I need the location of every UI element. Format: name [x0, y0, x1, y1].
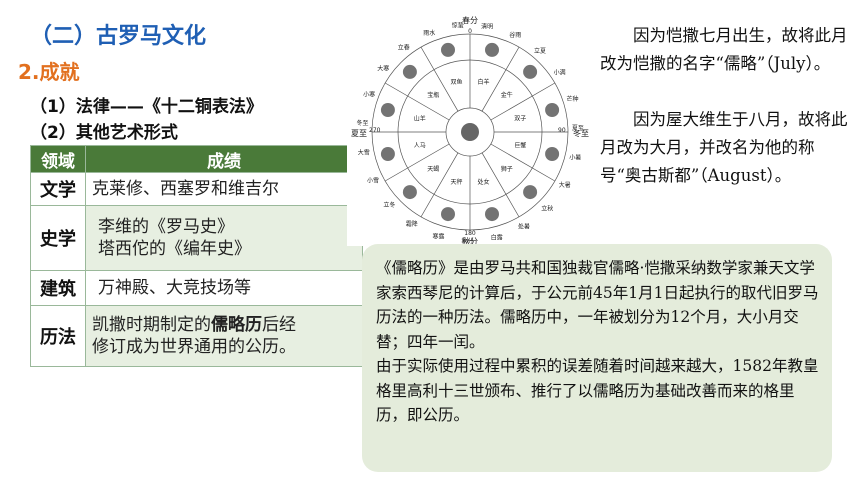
julian-calendar-info-box: 《儒略历》是由罗马共和国独裁官儒略·恺撒采纳数学家兼天文学家索西琴尼的计算后，于…: [362, 244, 832, 472]
row-text-pre: 凯撒时期制定的: [92, 315, 211, 335]
note-july: 因为恺撒七月出生，故将此月改为恺撒的名字“儒略”（July）。: [600, 26, 848, 73]
row-field: 史学: [30, 205, 86, 271]
highlight-julian: 儒略历: [211, 315, 262, 335]
zodiac-calendar-diagram: 春分 秋分 夏至 冬至 0 90 180 270 雨水 惊蛰 清明谷雨立夏小满芒种夏…: [347, 14, 593, 246]
header-field: 领域: [30, 145, 86, 173]
zodiac-figure-icon: [441, 42, 456, 57]
zodiac-figure-icon: [484, 42, 499, 57]
note-august: 因为屋大维生于八月，故将此月改为大月，并改名为他的称号“奥古斯都”（August…: [600, 110, 848, 185]
zodiac-sign-label: 宝瓶: [427, 91, 439, 99]
table-row: 历法 凯撒时期制定的儒略历后经 修订成为世界通用的公历。: [30, 305, 363, 367]
row-text-post: 后经: [262, 315, 296, 335]
info-paragraph-2: 由于实际使用过程中累积的误差随着时间越来越大，1582年教皇格里高利十三世颁布、…: [376, 357, 819, 424]
row-value: 克莱修、西塞罗和维吉尔: [85, 172, 363, 206]
solar-term-label: 小雪: [367, 176, 379, 184]
solar-term-label: 小满: [554, 69, 566, 77]
table-row: 史学 李维的《罗马史》 塔西佗的《编年史》: [30, 205, 363, 271]
degree-right: 90: [558, 127, 566, 134]
zodiac-figure-icon: [402, 64, 417, 79]
solar-term-label: 小暑: [569, 153, 581, 161]
row-field: 历法: [30, 305, 86, 367]
section-title: （二）古罗马文化: [30, 24, 207, 49]
zodiac-sign-label: 金牛: [501, 91, 513, 99]
solar-term-label: 芒种: [567, 95, 579, 103]
calendar-spoke: [384, 143, 450, 182]
sub-title: 2.成就: [18, 60, 80, 84]
zodiac-figure-icon: [545, 146, 560, 161]
zodiac-figure-icon: [523, 64, 538, 79]
solar-term-label: 雨水: [423, 29, 435, 37]
row-value: 李维的《罗马史》 塔西佗的《编年史》: [85, 205, 363, 271]
item-arts: （2）其他艺术形式: [30, 123, 178, 143]
zodiac-figure-icon: [380, 103, 395, 118]
achievements-table: 领域 成绩 文学 克莱修、西塞罗和维吉尔 史学 李维的《罗马史》 塔西佗的《编年…: [30, 145, 363, 367]
row-field: 建筑: [30, 270, 86, 306]
solar-term-label: 惊蛰: [452, 22, 464, 30]
header-achievement: 成绩: [85, 145, 363, 173]
zodiac-figure-icon: [380, 146, 395, 161]
calendar-spoke: [490, 143, 556, 182]
solar-term-label: 夏至: [572, 125, 584, 132]
zodiac-sign-label: 狮子: [501, 165, 513, 173]
label-spring-equinox: 春分: [462, 15, 478, 25]
degree-bottom: 180: [464, 230, 476, 237]
item-law: （1）法律——《十二铜表法》: [30, 97, 263, 117]
row-line: 塔西佗的《编年史》: [98, 239, 251, 259]
solar-term-label: 立春: [398, 44, 410, 52]
calendar-spoke: [490, 82, 556, 121]
label-winter-solstice: 冬至: [573, 128, 589, 138]
zodiac-sign-label: 天蝎: [427, 165, 439, 173]
zodiac-figure-icon: [441, 207, 456, 222]
row-line: 李维的《罗马史》: [98, 217, 234, 237]
label-summer-solstice: 夏至: [351, 129, 367, 138]
solar-term-label: 大寒: [377, 65, 389, 73]
solar-term-label: 立秋: [541, 204, 553, 212]
zodiac-sign-label: 双子: [514, 116, 526, 123]
solar-term-label: 秋分: [462, 237, 474, 245]
calendar-spoke: [481, 152, 520, 218]
zodiac-sign-label: 巨蟹: [514, 141, 526, 149]
solar-term-label: 冬至: [356, 119, 368, 127]
solar-term-label: 小寒: [363, 91, 375, 99]
zodiac-sign-label: 双鱼: [451, 78, 463, 86]
row-value: 凯撒时期制定的儒略历后经 修订成为世界通用的公历。: [85, 305, 363, 367]
solar-term-label: 立冬: [383, 201, 395, 209]
solar-term-label: 霜降: [406, 220, 418, 228]
table-row: 文学 克莱修、西塞罗和维吉尔: [30, 172, 363, 206]
info-paragraph-1: 《儒略历》是由罗马共和国独裁官儒略·恺撒采纳数学家兼天文学家索西琴尼的计算后，于…: [376, 259, 819, 351]
solar-term-label: 白露: [491, 234, 503, 242]
calendar-spoke: [384, 82, 450, 121]
solar-term-label: 谷雨: [509, 31, 521, 39]
zodiac-sign-label: 处女: [477, 178, 489, 186]
row-field: 文学: [30, 172, 86, 206]
solar-term-label: 处暑: [518, 223, 530, 231]
degree-left: 270: [369, 127, 381, 134]
calendar-spoke: [420, 46, 459, 112]
calendar-spoke: [481, 46, 520, 112]
degree-top: 0: [468, 28, 472, 35]
calendar-spoke: [420, 152, 459, 218]
row-line: 修订成为世界通用的公历。: [92, 337, 296, 357]
zodiac-figure-icon: [484, 207, 499, 222]
zodiac-sign-label: 白羊: [477, 78, 489, 86]
zodiac-figure-icon: [545, 103, 560, 118]
label-autumn-equinox: 秋分: [462, 236, 478, 246]
row-value: 万神殿、大竞技场等: [85, 270, 363, 306]
sun-icon: [461, 123, 479, 141]
zodiac-sign-label: 山羊: [414, 115, 426, 123]
zodiac-figure-icon: [523, 185, 538, 200]
solar-term-label: 大雪: [358, 149, 370, 157]
zodiac-sign-label: 天秤: [451, 179, 463, 186]
table-row: 建筑 万神殿、大竞技场等: [30, 270, 363, 306]
zodiac-sign-label: 人马: [414, 141, 426, 149]
solar-term-label: 大暑: [559, 181, 571, 189]
solar-term-label: 清明: [481, 22, 493, 30]
solar-term-label: 立夏: [534, 47, 546, 55]
zodiac-figure-icon: [402, 185, 417, 200]
solar-term-label: 寒露: [432, 232, 444, 240]
